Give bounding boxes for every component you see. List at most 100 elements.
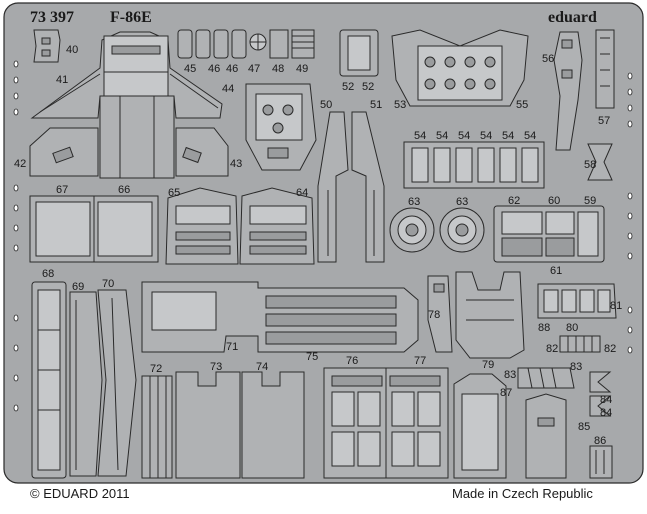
svg-text:85: 85 <box>578 421 590 433</box>
part-56: 56 <box>542 31 583 151</box>
parts-83: 83 83 <box>504 361 582 389</box>
svg-text:42: 42 <box>14 158 26 170</box>
svg-text:47: 47 <box>248 63 260 75</box>
svg-text:50: 50 <box>320 99 332 111</box>
edge-holes-left <box>13 60 19 412</box>
svg-text:54: 54 <box>458 130 470 142</box>
part-64: 64 <box>239 187 315 265</box>
svg-text:86: 86 <box>594 435 606 447</box>
svg-text:45: 45 <box>184 63 196 75</box>
part-43: 43 <box>175 127 242 177</box>
svg-text:88: 88 <box>538 322 550 334</box>
part-69: 69 <box>69 281 103 477</box>
part-42: 42 <box>14 127 99 177</box>
svg-text:65: 65 <box>168 187 180 199</box>
part-86: 86 <box>589 435 613 479</box>
svg-text:59: 59 <box>584 195 596 207</box>
svg-text:76: 76 <box>346 355 358 367</box>
svg-text:56: 56 <box>542 53 554 65</box>
svg-text:80: 80 <box>566 322 578 334</box>
svg-text:74: 74 <box>256 361 268 373</box>
svg-text:40: 40 <box>66 44 78 56</box>
svg-text:78: 78 <box>428 309 440 321</box>
parts-63: 63 63 <box>389 196 485 253</box>
part-41-panel: 41 44 <box>30 31 234 179</box>
part-73: 73 <box>175 361 241 479</box>
parts-84: 84 84 <box>589 371 612 419</box>
svg-text:48: 48 <box>272 63 284 75</box>
part-40: 40 <box>33 29 78 63</box>
svg-text:54: 54 <box>502 130 514 142</box>
parts-76-77: 76 77 <box>323 355 449 479</box>
parts-53-55-seat: 53 55 <box>391 29 529 111</box>
part-78: 78 <box>427 275 453 353</box>
svg-text:75: 75 <box>306 351 318 363</box>
svg-text:84: 84 <box>600 394 612 406</box>
svg-text:64: 64 <box>296 187 308 199</box>
kit-name: F-86E <box>110 9 152 26</box>
part-72: 72 <box>141 363 173 479</box>
svg-text:63: 63 <box>408 196 420 208</box>
parts-80-81-88: 81 88 80 <box>537 283 622 334</box>
svg-text:57: 57 <box>598 115 610 127</box>
part-57: 57 <box>595 29 615 127</box>
svg-text:67: 67 <box>56 184 68 196</box>
part-65: 65 <box>165 187 239 265</box>
svg-text:53: 53 <box>394 99 406 111</box>
svg-text:81: 81 <box>610 300 622 312</box>
svg-text:46: 46 <box>226 63 238 75</box>
svg-text:54: 54 <box>480 130 492 142</box>
svg-text:54: 54 <box>414 130 426 142</box>
svg-text:58: 58 <box>584 159 596 171</box>
parts-50-51: 50 51 <box>317 99 385 263</box>
svg-text:54: 54 <box>436 130 448 142</box>
parts-54: 54 54 54 54 54 54 <box>403 130 545 189</box>
svg-text:68: 68 <box>42 268 54 280</box>
part-68: 68 <box>31 268 67 479</box>
svg-text:72: 72 <box>150 363 162 375</box>
parts-66-67: 67 66 <box>29 184 159 263</box>
part-58: 58 <box>584 143 613 181</box>
part-87: 87 <box>453 373 512 479</box>
brand-logo: eduard <box>548 9 597 26</box>
edge-holes-right <box>627 72 633 354</box>
svg-text:51: 51 <box>370 99 382 111</box>
svg-text:84: 84 <box>600 407 612 419</box>
svg-text:73: 73 <box>210 361 222 373</box>
copyright-text: © EDUARD 2011 <box>30 486 130 501</box>
parts-59-62: 62 60 59 61 <box>493 195 605 277</box>
part-44 <box>245 83 317 171</box>
svg-text:82: 82 <box>546 343 558 355</box>
svg-text:60: 60 <box>548 195 560 207</box>
part-70: 70 <box>97 278 137 477</box>
parts-52: 52 52 <box>339 29 379 93</box>
svg-text:52: 52 <box>342 81 354 93</box>
svg-text:52: 52 <box>362 81 374 93</box>
svg-text:46: 46 <box>208 63 220 75</box>
parts-82: 82 82 <box>546 335 616 355</box>
part-79: 79 <box>455 271 525 371</box>
svg-text:66: 66 <box>118 184 130 196</box>
svg-text:82: 82 <box>604 343 616 355</box>
svg-text:83: 83 <box>570 361 582 373</box>
svg-text:43: 43 <box>230 158 242 170</box>
svg-text:49: 49 <box>296 63 308 75</box>
svg-text:63: 63 <box>456 196 468 208</box>
parts-45-49: 45 46 46 47 48 49 <box>177 29 315 75</box>
svg-text:71: 71 <box>226 341 238 353</box>
svg-text:61: 61 <box>550 265 562 277</box>
svg-text:83: 83 <box>504 369 516 381</box>
part-85: 85 <box>525 393 590 479</box>
svg-text:41: 41 <box>56 74 68 86</box>
parts-71-75: 71 75 <box>141 281 419 363</box>
part-74: 74 <box>241 361 305 479</box>
svg-text:55: 55 <box>516 99 528 111</box>
svg-text:62: 62 <box>508 195 520 207</box>
svg-text:54: 54 <box>524 130 536 142</box>
svg-text:70: 70 <box>102 278 114 290</box>
catalog-number: 73 397 <box>30 9 74 26</box>
svg-text:79: 79 <box>482 359 494 371</box>
svg-text:87: 87 <box>500 387 512 399</box>
svg-text:77: 77 <box>414 355 426 367</box>
